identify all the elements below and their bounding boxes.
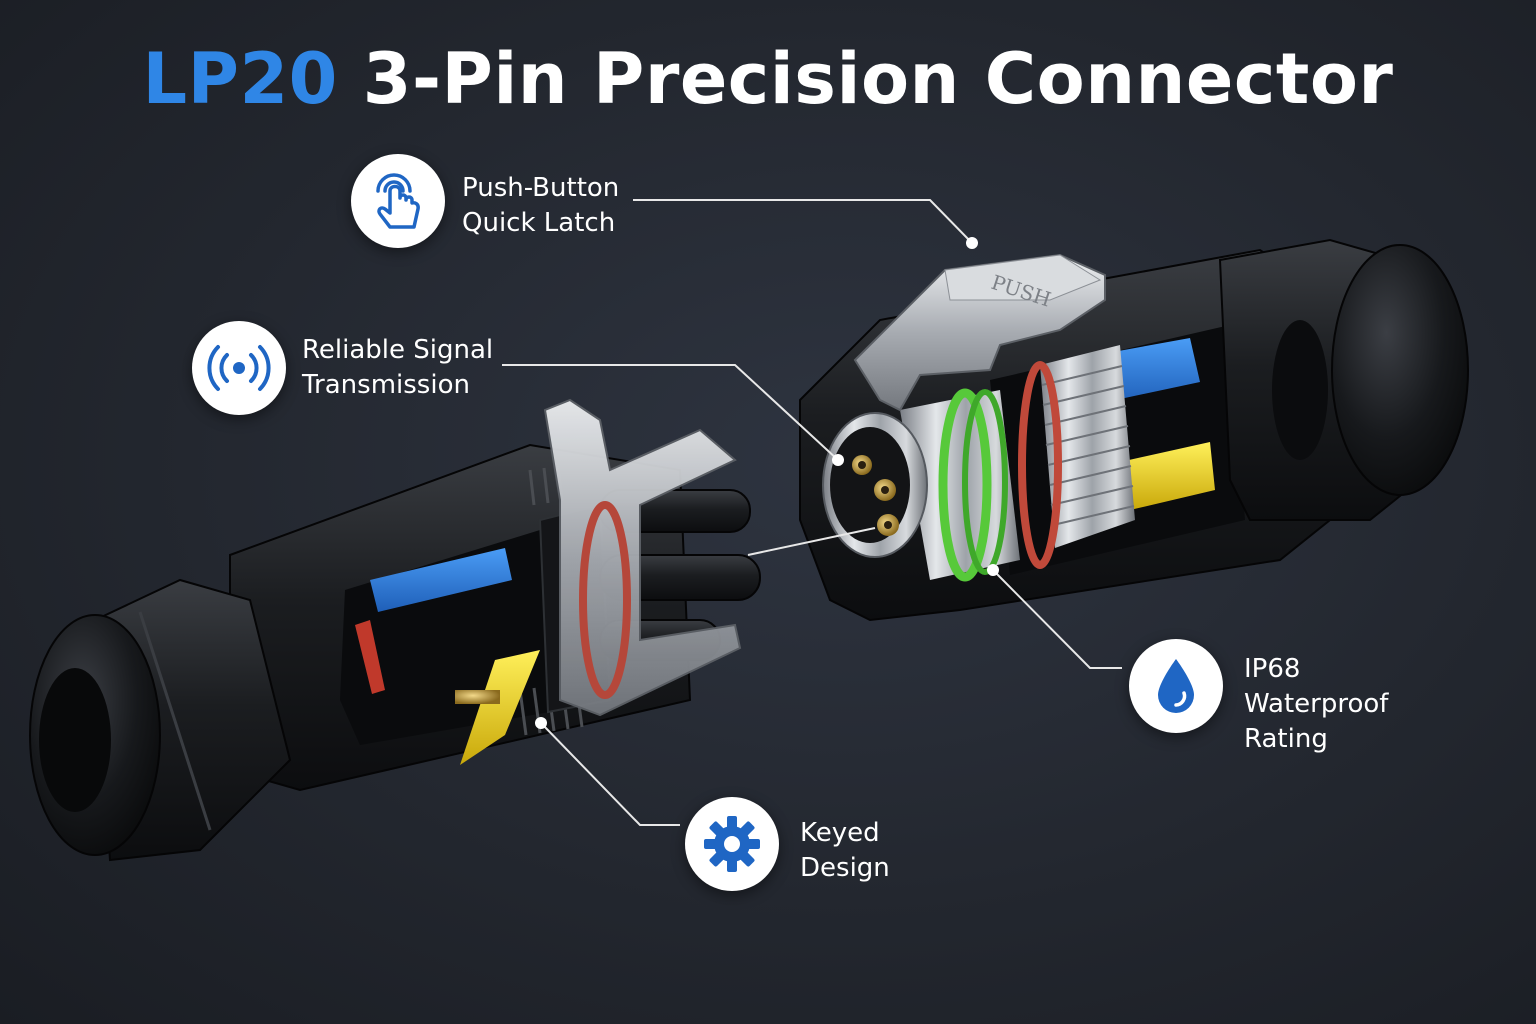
feature-label-latch: Push-Button Quick Latch [462,173,620,238]
callout-lines [502,199,1122,826]
callout-line-signal-male [747,527,876,556]
callout-line-waterproof [992,569,1122,669]
touch-icon [376,173,420,229]
male-connector [29,398,761,862]
callout-line-signal [502,364,839,461]
keyed-icon-badge [685,797,779,891]
gear-icon [704,816,760,872]
callout-line-keyed [540,722,680,826]
push-button-icon-badge [351,154,445,248]
signal-icon [207,345,271,391]
signal-icon-badge [192,321,286,415]
feature-label-waterproof: IP68 Waterproof Rating [1244,654,1389,754]
feature-label-keyed: Keyed Design [800,818,890,883]
callout-dots [535,237,999,729]
water-drop-icon [1158,659,1194,713]
waterproof-icon-badge [1129,639,1223,733]
feature-label-signal: Reliable Signal Transmission [302,335,494,400]
title-accent: LP20 [142,38,338,120]
title-rest: 3-Pin Precision Connector [362,38,1394,120]
callout-line-latch [633,199,973,244]
female-connector: PUSH [799,238,1469,622]
page-title: LP20 3-Pin Precision Connector [0,38,1536,120]
